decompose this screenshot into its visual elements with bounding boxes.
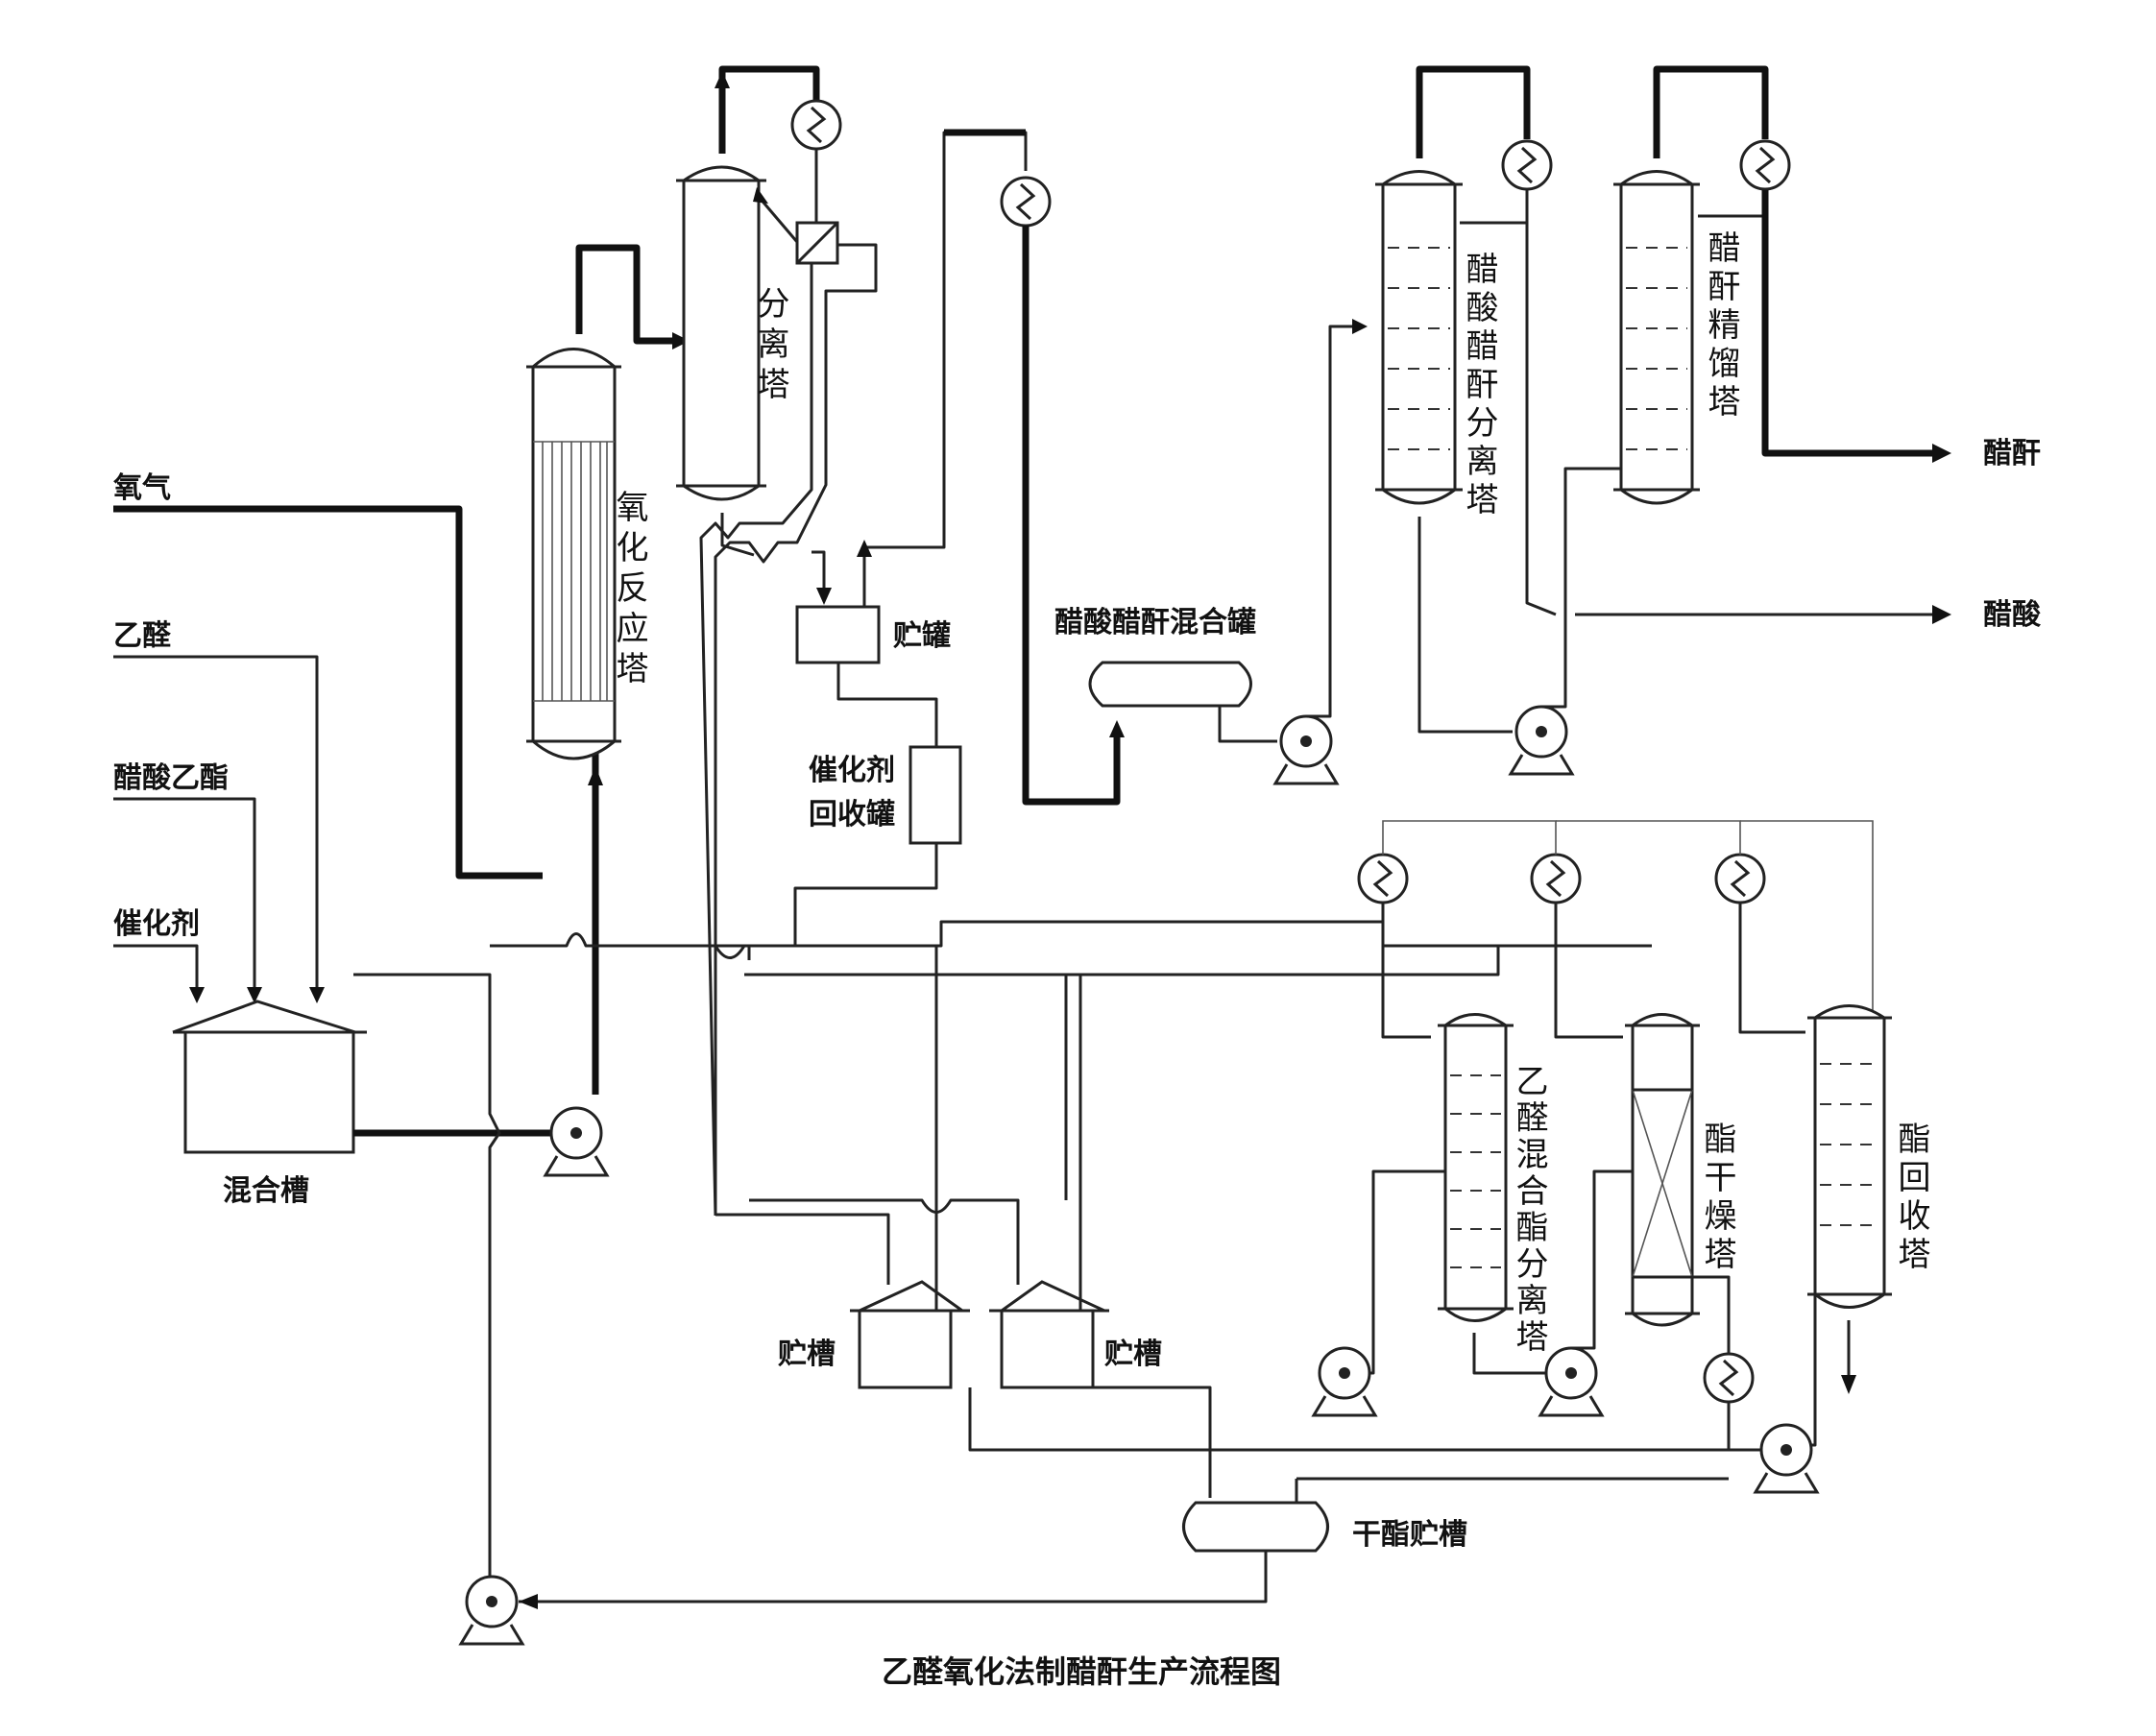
label-storage-trough-right: 贮槽 xyxy=(1104,1338,1162,1371)
storage-trough-left xyxy=(850,1280,970,1389)
label-mix-tank: 醋酸醋酐混合罐 xyxy=(1054,606,1256,639)
condenser-2 xyxy=(1000,176,1052,228)
separator-pump xyxy=(1509,705,1574,776)
recycle-pump xyxy=(459,1575,524,1646)
label-ester-dryer: 酯干燥塔 xyxy=(1698,1121,1736,1275)
condenser-1 xyxy=(790,99,842,151)
label-ester-recovery: 酯回收塔 xyxy=(1892,1121,1930,1275)
aldehyde-ester-separator xyxy=(1438,1013,1514,1322)
condenser-7 xyxy=(1714,853,1766,904)
condenser-5 xyxy=(1357,853,1409,904)
recovery-feed-pump xyxy=(1754,1423,1819,1494)
feed-lines xyxy=(113,505,543,1003)
label-oxygen: 氧气 xyxy=(113,471,171,505)
dryer-feed-pump xyxy=(1538,1346,1604,1417)
label-storage-tank: 贮罐 xyxy=(893,619,951,653)
label-aldehyde-ester-separator: 乙醛混合酯分离塔 xyxy=(1510,1064,1548,1356)
label-anhydride-rectifier: 醋酐精馏塔 xyxy=(1702,230,1740,422)
label-acid-anhydride-separator: 醋酸醋酐分离塔 xyxy=(1460,252,1498,520)
label-output-anhydride: 醋酐 xyxy=(1983,437,2041,470)
acid-anhydride-mix-tank xyxy=(1088,661,1252,708)
label-acetaldehyde: 乙醛 xyxy=(113,619,172,653)
label-separation-tower: 分离塔 xyxy=(751,286,789,407)
mix-tank-pump xyxy=(1273,714,1339,785)
condenser-3 xyxy=(1501,139,1553,191)
label-catalyst: 催化剂 xyxy=(113,907,200,941)
feed-pump xyxy=(544,1106,609,1177)
label-dry-ester-tank: 干酯贮槽 xyxy=(1352,1518,1467,1552)
oxidation-tower xyxy=(526,348,621,760)
label-output-acid: 醋酸 xyxy=(1983,598,2042,632)
acid-anhydride-separator xyxy=(1375,170,1463,505)
label-catalyst-recovery-2: 回收罐 xyxy=(809,798,895,832)
storage-trough-right xyxy=(989,1280,1109,1389)
condenser-8 xyxy=(1703,1352,1755,1404)
ester-recovery-tower xyxy=(1807,1004,1892,1309)
mixing-tank xyxy=(172,1000,367,1154)
label-mixing-tank: 混合槽 xyxy=(223,1174,309,1208)
label-catalyst-recovery: 催化剂 xyxy=(809,754,895,787)
storage-tank xyxy=(795,605,881,664)
catalyst-recovery-tank xyxy=(908,745,962,845)
ester-dryer xyxy=(1625,1013,1700,1327)
label-ethyl-acetate: 醋酸乙酯 xyxy=(113,761,229,795)
label-storage-trough-left: 贮槽 xyxy=(778,1338,836,1371)
anhydride-rectifier xyxy=(1613,170,1700,505)
condenser-4 xyxy=(1739,139,1791,191)
separator-bottom-pump xyxy=(1312,1346,1377,1417)
separation-tower xyxy=(676,165,766,501)
dry-ester-tank xyxy=(1182,1501,1329,1553)
diagram-title: 乙醛氧化法制醋酐生产流程图 xyxy=(882,1653,1281,1690)
label-oxidation-tower: 氧化反应塔 xyxy=(610,490,648,691)
condenser-6 xyxy=(1530,853,1582,904)
